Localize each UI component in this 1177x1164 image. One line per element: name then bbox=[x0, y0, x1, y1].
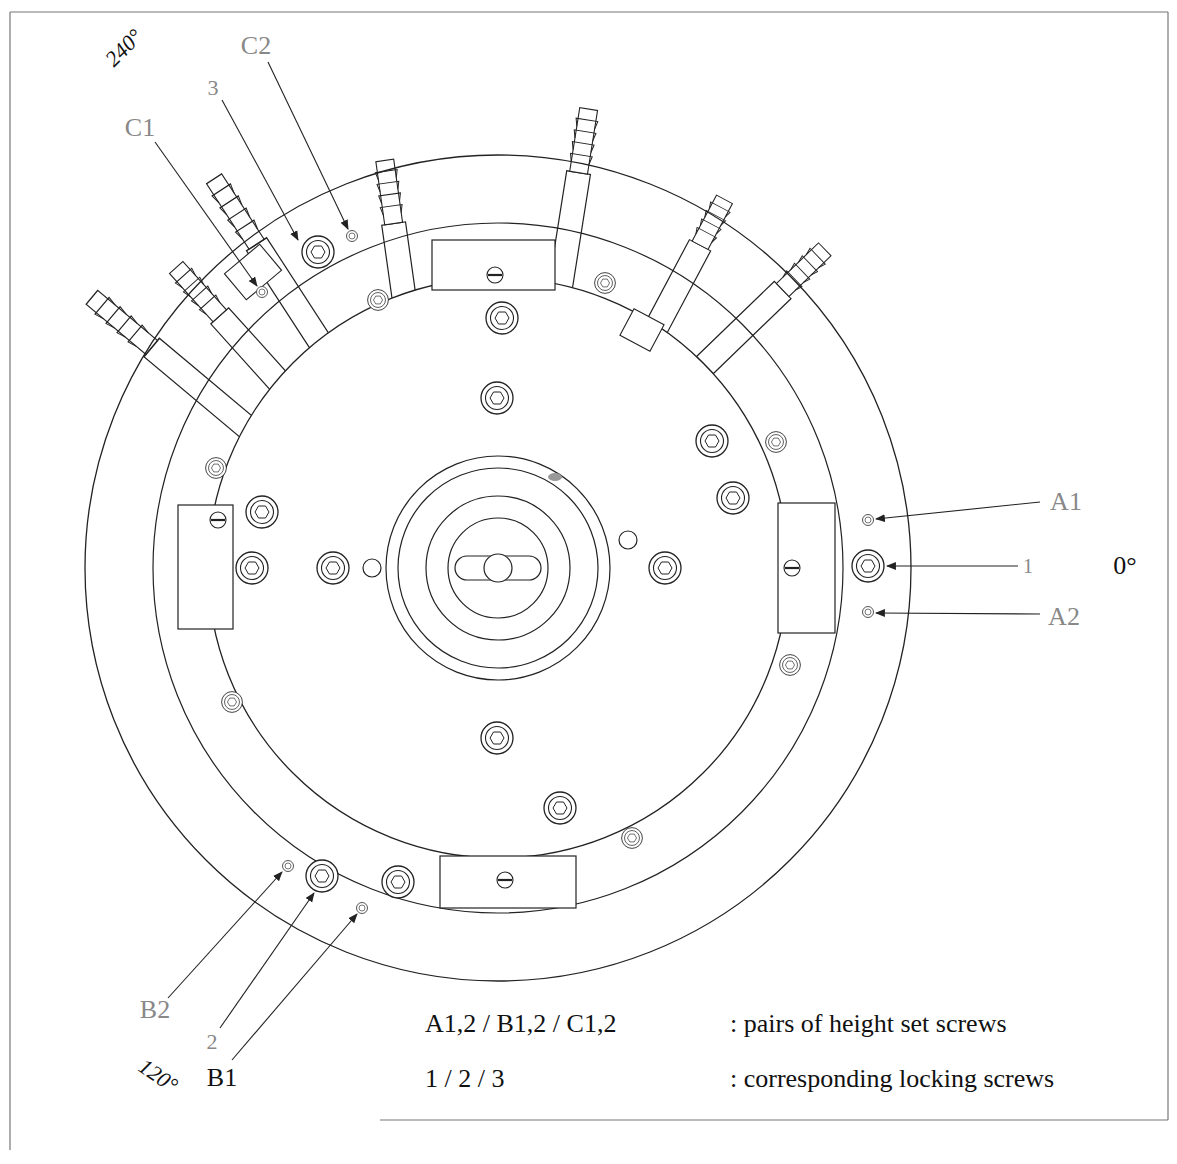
legend-term: 1 / 2 / 3 bbox=[425, 1065, 504, 1094]
screw-label: B2 bbox=[140, 996, 170, 1025]
legend-term: A1,2 / B1,2 / C1,2 bbox=[425, 1010, 616, 1039]
screw-label: A2 bbox=[1048, 603, 1080, 632]
callout-number: 3 bbox=[208, 76, 219, 100]
callout-number: 1 bbox=[1023, 555, 1033, 577]
angle-label: 0° bbox=[1113, 552, 1136, 581]
angle-label: 120° bbox=[134, 1054, 182, 1098]
screw-label: B1 bbox=[207, 1064, 237, 1093]
screw-label: C2 bbox=[241, 32, 271, 61]
screw-label: A1 bbox=[1050, 488, 1082, 517]
callout-number: 2 bbox=[207, 1030, 218, 1054]
legend-description: : pairs of height set screws bbox=[730, 1010, 1007, 1039]
angle-label: 240° bbox=[101, 25, 148, 72]
legend-description: : corresponding locking screws bbox=[730, 1065, 1054, 1094]
screw-label: C1 bbox=[125, 114, 155, 143]
